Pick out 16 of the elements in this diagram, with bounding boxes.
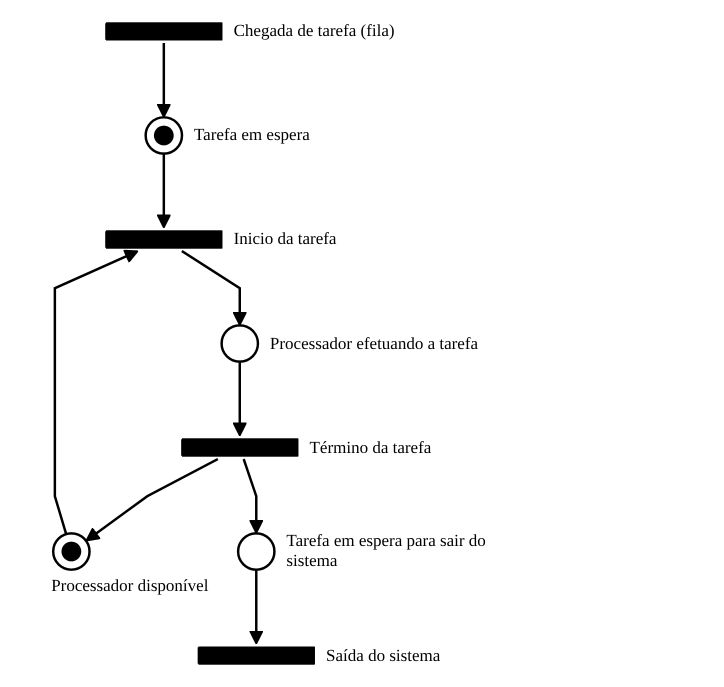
cluster: [144, 116, 184, 155]
arrow: [249, 570, 264, 645]
arrow: [242, 458, 264, 534]
node-caption: Chegada de tarefa (fila): [232, 21, 397, 42]
node-circle: [236, 532, 276, 571]
arrow: [156, 43, 172, 118]
arrow: [54, 250, 139, 534]
node-caption: Tarefa em espera: [192, 125, 312, 146]
cluster: [52, 532, 91, 571]
token-dot: [61, 542, 82, 562]
arrow: [85, 458, 218, 542]
arrow: [181, 250, 248, 326]
node-circle: [220, 324, 260, 363]
arrow: [156, 154, 172, 229]
token-dot: [154, 126, 174, 146]
arrow: [232, 362, 248, 437]
